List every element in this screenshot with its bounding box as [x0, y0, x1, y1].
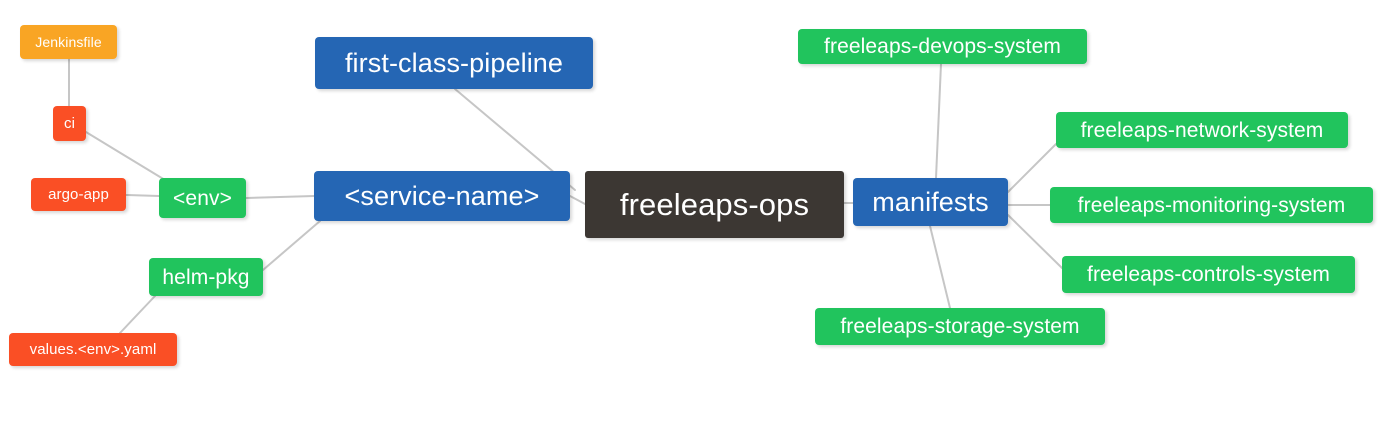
node-label: <env>: [173, 186, 232, 210]
node-root[interactable]: freeleaps-ops: [585, 171, 844, 238]
edge-service-to-env: [245, 195, 315, 199]
node-devops[interactable]: freeleaps-devops-system: [798, 29, 1087, 64]
node-env[interactable]: <env>: [159, 178, 246, 218]
edge-manifests-to-devops: [935, 63, 942, 179]
node-helm[interactable]: helm-pkg: [149, 258, 263, 296]
node-values[interactable]: values.<env>.yaml: [9, 333, 177, 366]
edge-env-to-argo: [125, 194, 160, 197]
node-label: freeleaps-network-system: [1080, 118, 1324, 142]
node-label: ci: [63, 115, 76, 132]
node-network[interactable]: freeleaps-network-system: [1056, 112, 1348, 148]
node-label: helm-pkg: [162, 265, 250, 289]
node-label: freeleaps-controls-system: [1087, 263, 1330, 286]
node-service[interactable]: <service-name>: [314, 171, 570, 221]
node-monitoring[interactable]: freeleaps-monitoring-system: [1050, 187, 1373, 223]
edge-manifests-to-storage: [929, 225, 951, 309]
edge-root-to-service: [569, 195, 586, 205]
edge-manifests-to-network: [1007, 143, 1057, 193]
node-label: values.<env>.yaml: [29, 341, 157, 358]
node-storage[interactable]: freeleaps-storage-system: [815, 308, 1105, 345]
node-label: argo-app: [48, 186, 109, 203]
node-label: freeleaps-ops: [619, 187, 810, 222]
edge-helm-to-values: [119, 295, 156, 334]
node-label: <service-name>: [344, 180, 540, 211]
node-pipeline[interactable]: first-class-pipeline: [315, 37, 593, 89]
node-label: freeleaps-monitoring-system: [1077, 193, 1346, 217]
node-jenkins[interactable]: Jenkinsfile: [20, 25, 117, 59]
node-ci[interactable]: ci: [53, 106, 86, 141]
node-controls[interactable]: freeleaps-controls-system: [1062, 256, 1355, 293]
node-label: manifests: [872, 186, 989, 217]
edge-env-to-ci: [85, 131, 166, 181]
node-argo[interactable]: argo-app: [31, 178, 126, 211]
node-label: first-class-pipeline: [344, 47, 564, 78]
node-label: freeleaps-storage-system: [840, 315, 1080, 338]
node-label: Jenkinsfile: [35, 34, 102, 50]
node-manifests[interactable]: manifests: [853, 178, 1008, 226]
edge-service-to-helm: [262, 220, 321, 271]
node-label: freeleaps-devops-system: [824, 35, 1061, 58]
